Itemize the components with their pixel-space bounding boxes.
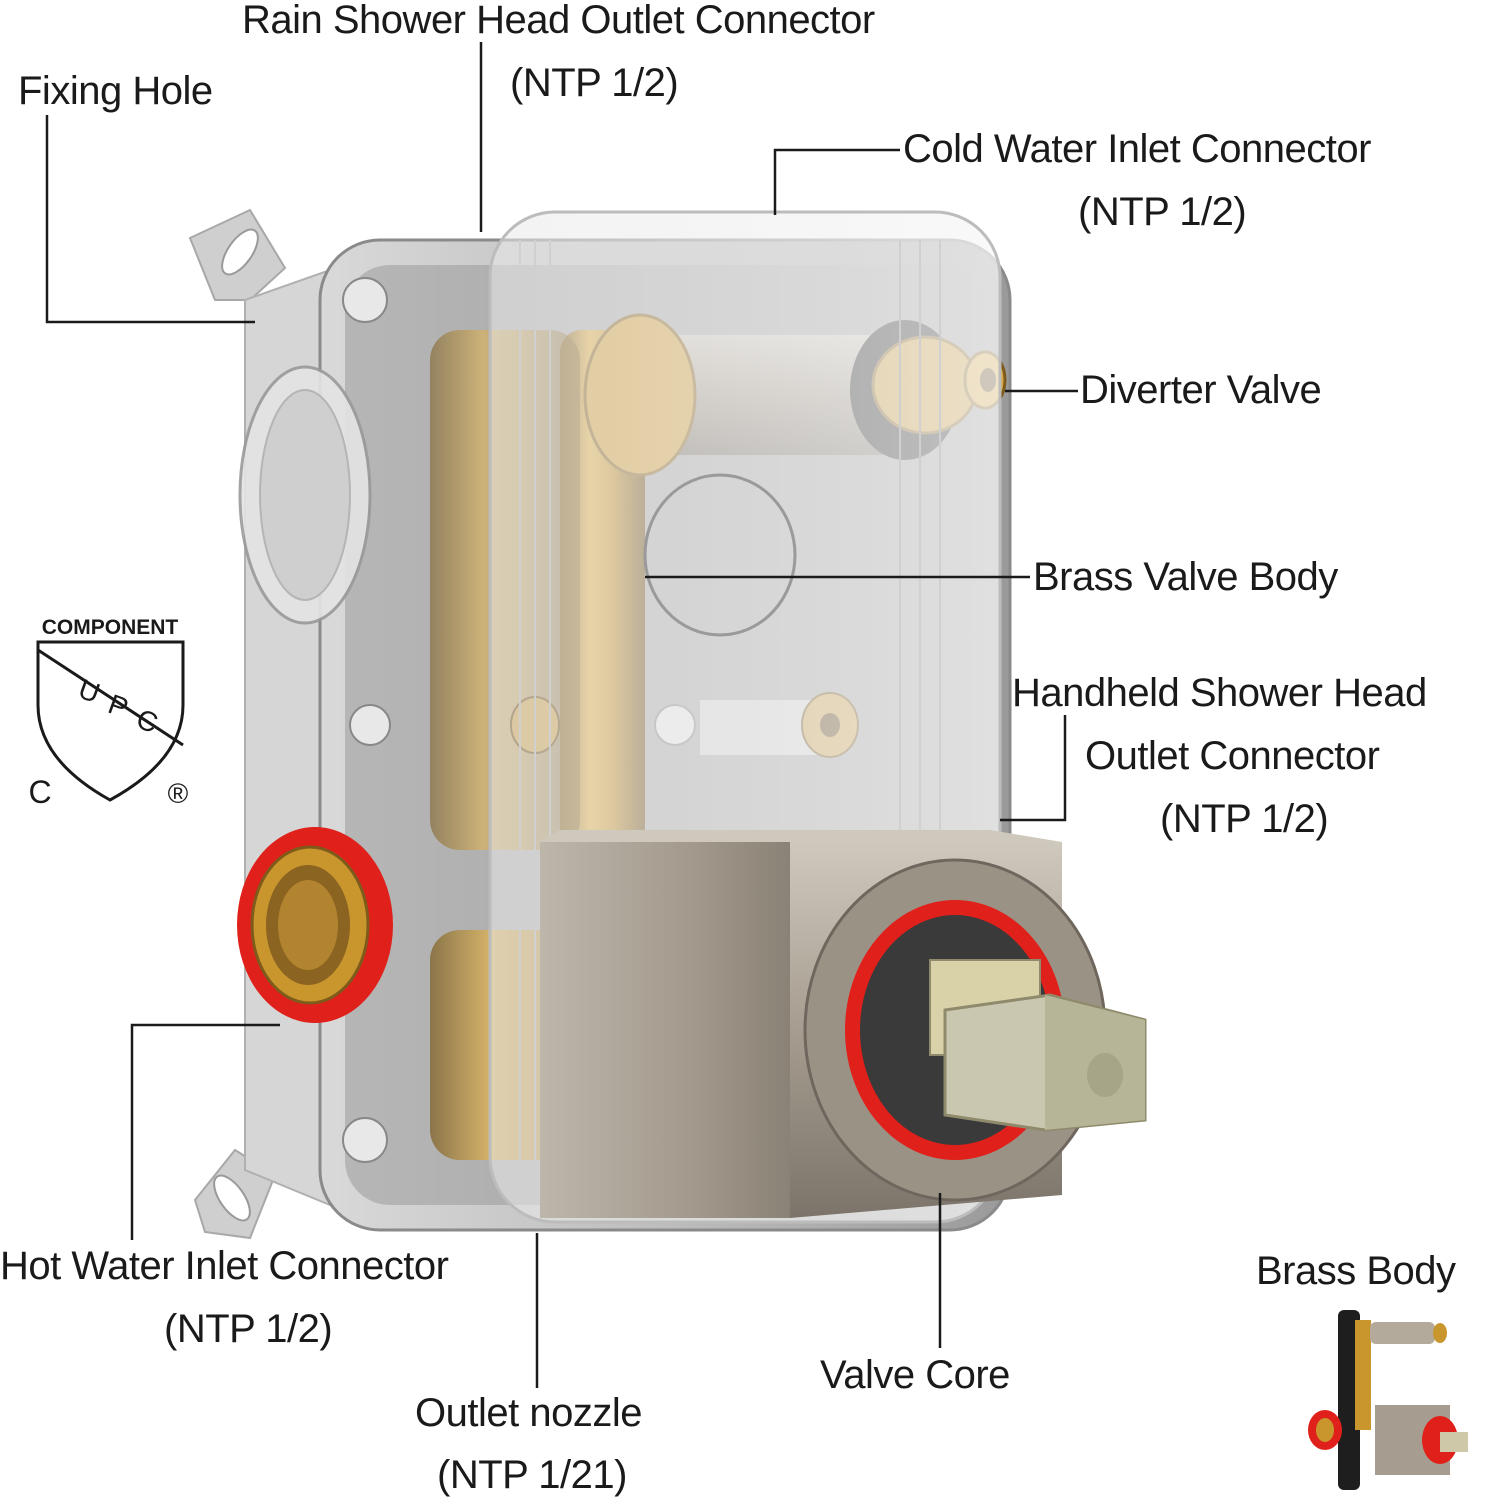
label-hot-water-spec: (NTP 1/2) xyxy=(164,1307,333,1351)
leader-lines xyxy=(45,42,1078,1388)
upc-registered-mark: ® xyxy=(168,778,189,809)
label-diverter-valve: Diverter Valve xyxy=(1080,368,1322,412)
leader-handheld xyxy=(1000,715,1067,822)
label-rain-shower-title: Rain Shower Head Outlet Connector xyxy=(242,0,875,42)
label-handheld-line1: Handheld Shower Head xyxy=(1012,671,1427,715)
label-rain-shower-spec: (NTP 1/2) xyxy=(510,61,679,105)
label-handheld-spec: (NTP 1/2) xyxy=(1160,797,1329,841)
label-cold-water-spec: (NTP 1/2) xyxy=(1078,190,1247,234)
leader-hot-water xyxy=(130,1023,280,1240)
hot-inlet-shape xyxy=(237,827,393,1023)
label-fixing-hole: Fixing Hole xyxy=(18,69,213,113)
label-outlet-nozzle-title: Outlet nozzle xyxy=(415,1391,642,1435)
leader-cold-water xyxy=(773,148,900,215)
label-brass-body: Brass Body xyxy=(1256,1249,1456,1293)
upc-shield-logo: COMPONENT U P C C ® xyxy=(28,616,188,810)
label-cold-water-title: Cold Water Inlet Connector xyxy=(903,127,1371,171)
upc-letter-c: C xyxy=(132,703,162,739)
upc-letter-p: P xyxy=(104,688,132,724)
label-brass-valve-body: Brass Valve Body xyxy=(1033,555,1338,599)
label-valve-core: Valve Core xyxy=(820,1353,1010,1397)
upc-c-mark: C xyxy=(28,774,51,810)
label-hot-water-title: Hot Water Inlet Connector xyxy=(0,1244,449,1288)
valve-core-block xyxy=(540,830,1147,1218)
brass-body-thumbnail xyxy=(1308,1310,1468,1490)
label-outlet-nozzle-spec: (NTP 1/21) xyxy=(437,1453,627,1497)
upc-component-text: COMPONENT xyxy=(42,616,179,639)
label-handheld-line2: Outlet Connector xyxy=(1085,734,1380,778)
leader-fixing-hole xyxy=(45,115,255,324)
